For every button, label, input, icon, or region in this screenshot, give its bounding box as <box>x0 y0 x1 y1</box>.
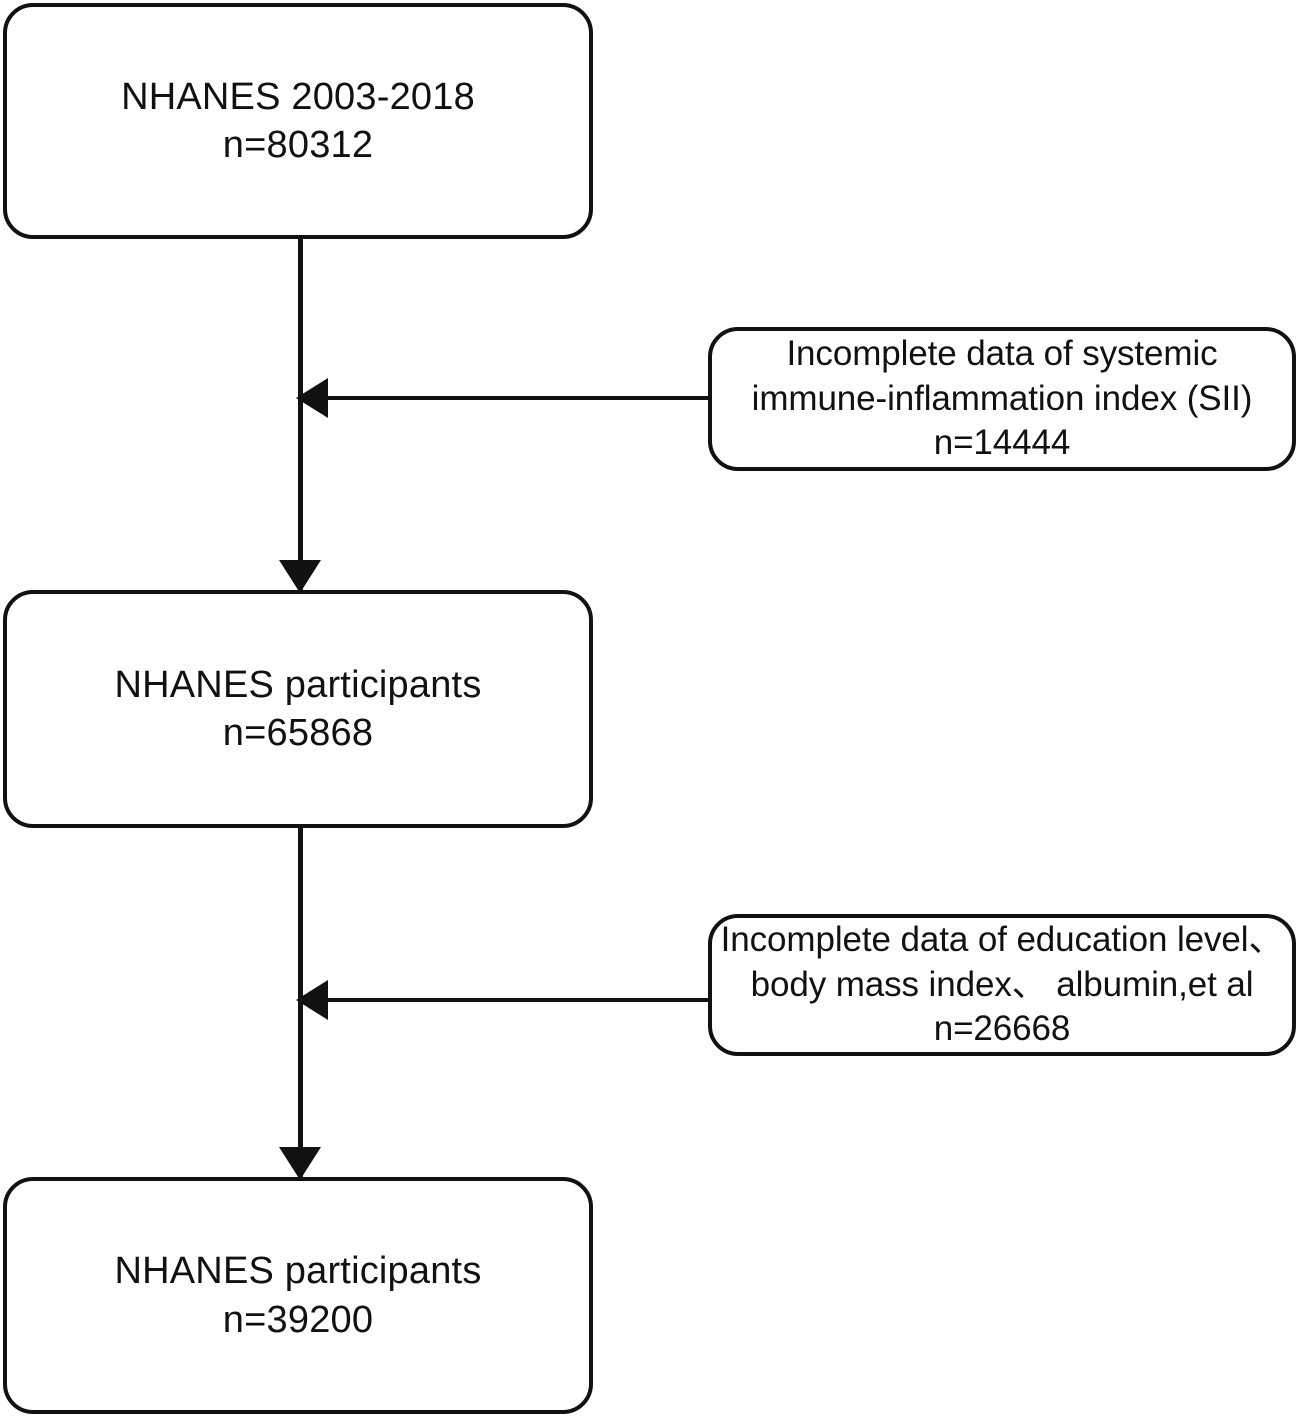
node-exclusion-covariates: Incomplete data of education level、 body… <box>708 914 1296 1056</box>
node-exclusion-covariates-label-line1: Incomplete data of education level、 <box>720 920 1284 960</box>
node-stage1-label: NHANES participants <box>114 663 482 706</box>
node-source-count: n=80312 <box>222 124 374 166</box>
node-exclusion-sii: Incomplete data of systemic immune-infla… <box>708 327 1296 471</box>
node-exclusion-sii-count: n=14444 <box>933 423 1071 463</box>
arrowhead-down-to-stage1 <box>279 560 321 593</box>
node-source-label: NHANES 2003-2018 <box>121 75 475 118</box>
arrowhead-down-to-final <box>279 1147 321 1180</box>
node-stage1-participants: NHANES participants n=65868 <box>3 590 593 828</box>
arrowhead-left-exclusion-sii <box>296 378 328 418</box>
connector-exclusion-sii-to-trunk <box>300 396 710 400</box>
arrowhead-left-exclusion-covariates <box>296 980 328 1020</box>
node-exclusion-sii-label-line2: immune-inflammation index (SII) <box>751 378 1253 418</box>
node-source-population: NHANES 2003-2018 n=80312 <box>3 3 593 239</box>
node-exclusion-sii-label-line1: Incomplete data of systemic <box>786 334 1218 374</box>
node-stage1-count: n=65868 <box>222 712 374 754</box>
node-exclusion-covariates-count: n=26668 <box>933 1009 1071 1049</box>
connector-exclusion-covariates-to-trunk <box>300 998 710 1002</box>
node-final-analytic-sample: NHANES participants n=39200 <box>3 1177 593 1414</box>
node-exclusion-covariates-label-line2: body mass index、 albumin,et al <box>750 964 1254 1004</box>
node-final-label: NHANES participants <box>114 1250 482 1293</box>
node-final-count: n=39200 <box>222 1298 374 1341</box>
